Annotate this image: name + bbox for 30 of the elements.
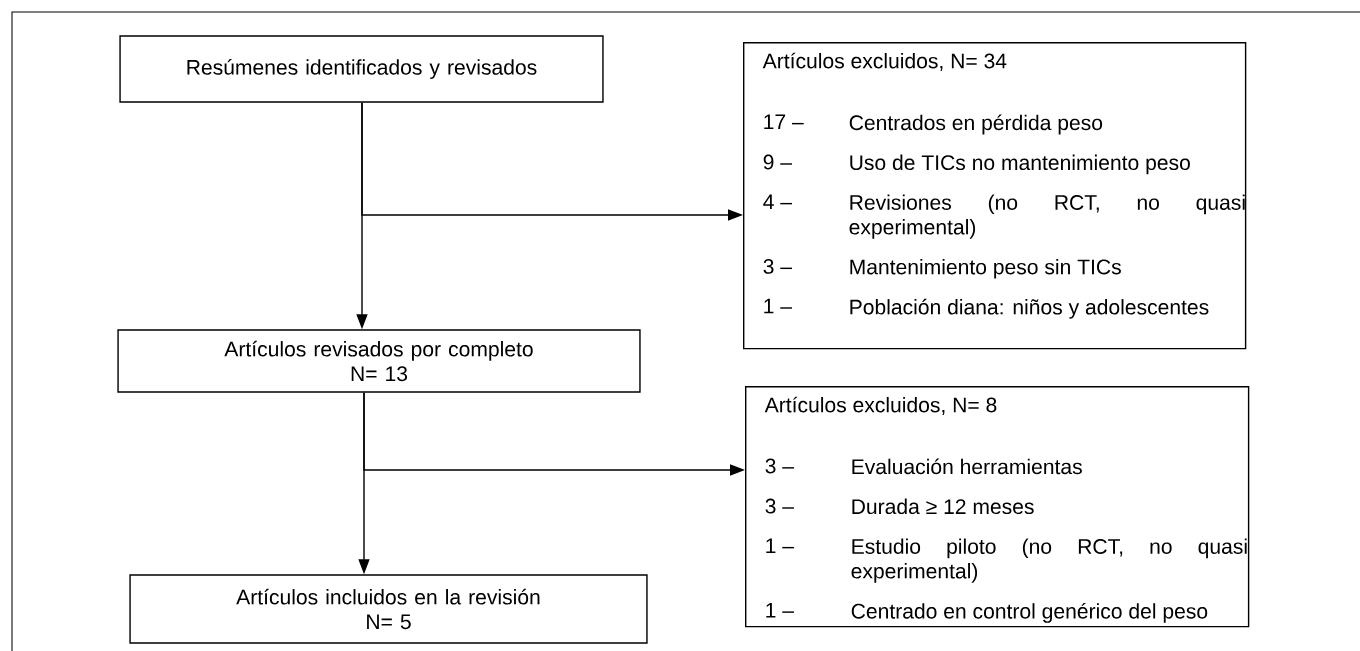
reason-text: Uso de TICs no mantenimiento peso [850,154,1190,175]
count-label: 3 – [765,458,794,474]
reason-text: Durada ≥ 12 meses [852,498,1034,515]
box-text: N= 13 [351,366,408,382]
box-text: N= 5 [367,614,411,630]
reason-text: Revisiones (no RCT, no quasi experimental) [849,194,1245,239]
reason-text: Centrado en control genérico del peso [851,602,1208,623]
box-heading: Artículos excluidos, N= 8 [764,396,997,415]
reason-text: Mantenimiento peso sin TICs [850,258,1121,279]
reason-text: Población diana: niños y adolescentes [850,298,1209,319]
reason-text: Estudio piloto (no RCT, no quasi experimental) [851,538,1247,583]
count-label: 3 – [763,258,792,274]
box-heading: Artículos excluidos, N= 34 [762,52,1007,71]
count-label: 17 – [764,114,804,129]
exclusion-box [745,386,1250,628]
box-text: Artículos incluidos en la revisión [236,588,540,605]
count-label: 9 – [763,154,792,170]
count-label: 1 – [766,602,794,618]
process-box [129,574,648,644]
count-label: 3 – [765,498,794,514]
exclusion-box [743,42,1247,350]
box-text: Resúmenes identificados y revisados [187,59,537,79]
count-label: 1 – [766,538,794,553]
reason-text: Evaluación herramientas [852,458,1082,475]
process-box [117,329,641,393]
box-text: Artículos revisados por completo [224,340,533,361]
reason-text: Centrados en pérdida peso [849,114,1103,135]
count-label: 4 – [763,194,792,209]
process-box [119,35,604,103]
count-label: 1 – [764,298,792,314]
